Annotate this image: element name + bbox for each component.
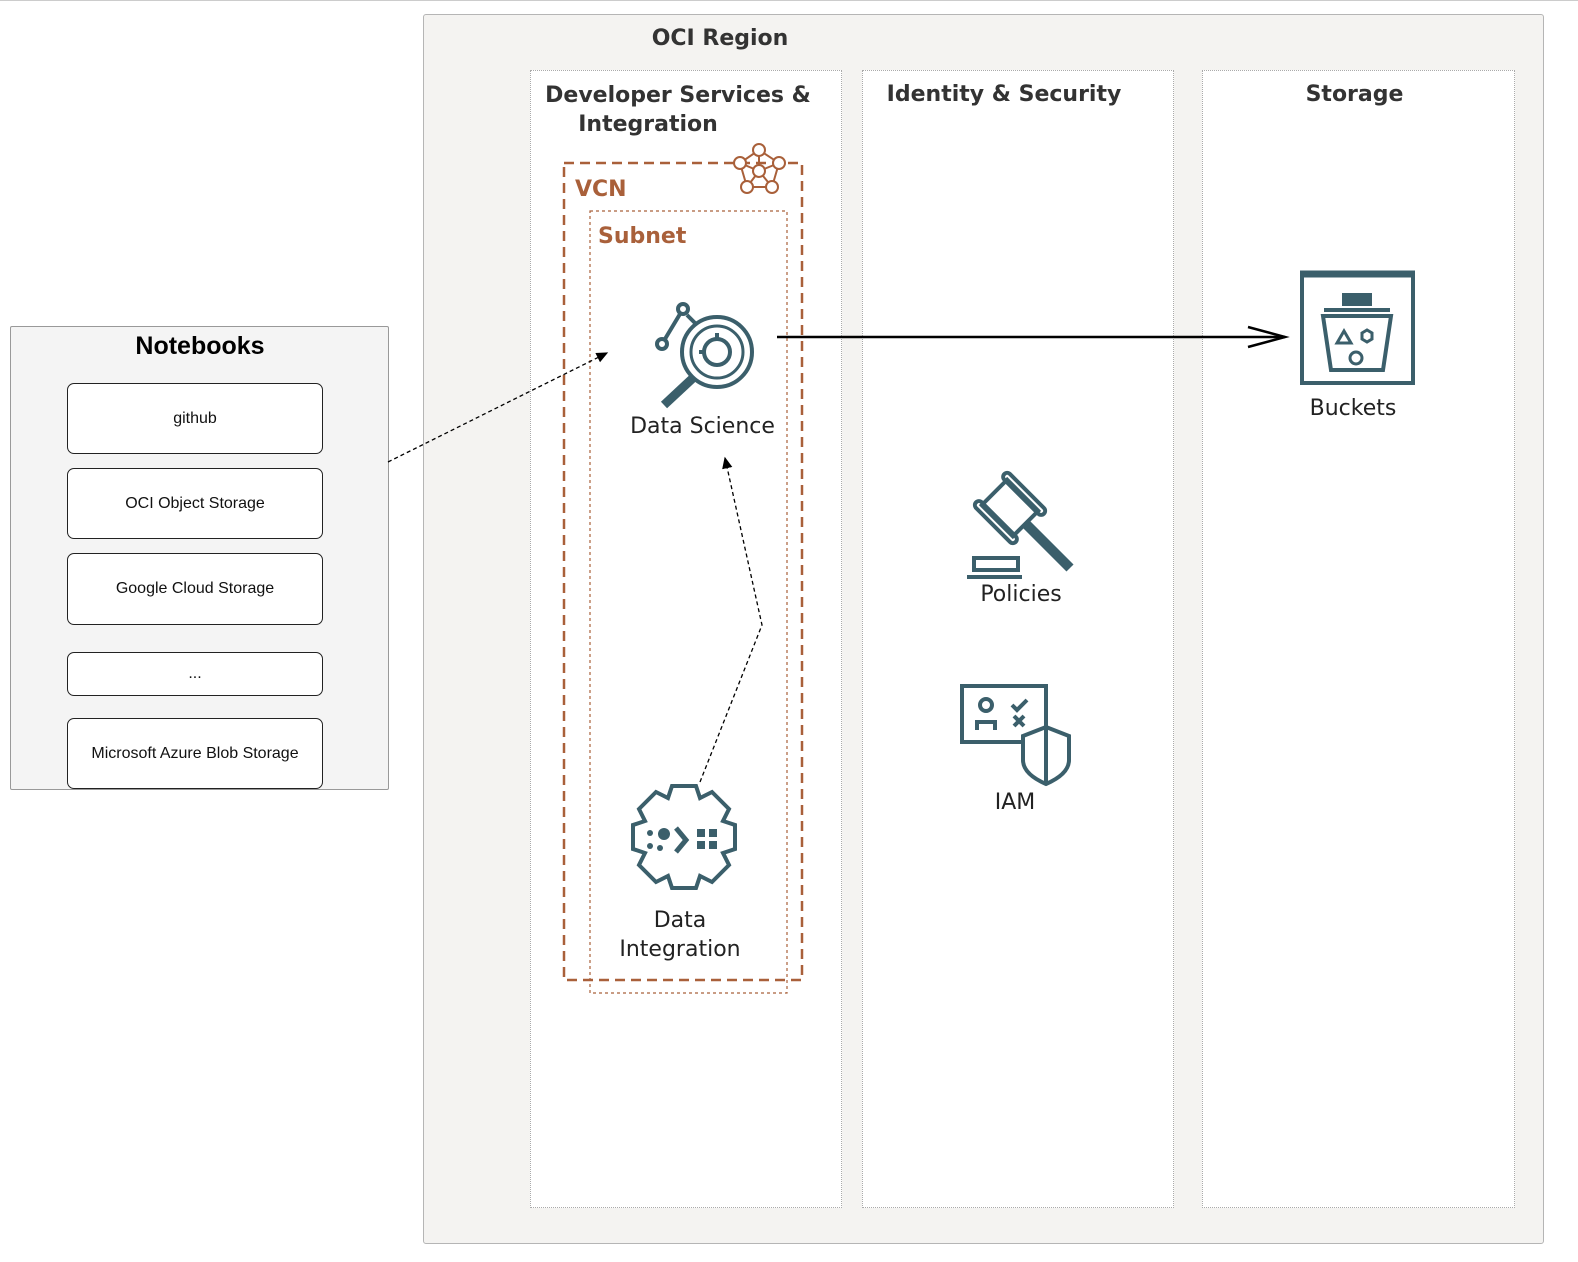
arrow-head-buckets [1247, 325, 1290, 349]
policies-gavel-icon [967, 470, 1074, 579]
title-line: Developer Services & [545, 83, 811, 108]
subnet-boundary [589, 210, 788, 994]
notebook-source-azure-blob[interactable]: Microsoft Azure Blob Storage [67, 718, 323, 789]
notebook-source-github[interactable]: github [67, 383, 323, 454]
arrow-notebooks-to-data-science [387, 352, 609, 463]
data-science-icon [655, 302, 754, 409]
subnet-label: Subnet [598, 224, 687, 249]
vcn-boundary [562, 161, 804, 982]
iam-icon [960, 684, 1071, 787]
column-title-developer-services: Developer Services & Integration [540, 81, 816, 139]
column-identity-security [862, 70, 1174, 1208]
top-border [0, 0, 1578, 1]
label-line: Data [653, 908, 707, 933]
data-science-label: Data Science [630, 414, 775, 439]
data-integration-label: Data Integration [590, 906, 770, 964]
column-title-storage: Storage [1305, 82, 1404, 107]
vcn-icon [733, 143, 786, 194]
policies-label: Policies [980, 582, 1062, 607]
notebooks-title: Notebooks [135, 332, 265, 360]
vcn-label: VCN [575, 177, 627, 202]
notebook-source-oci-object-storage[interactable]: OCI Object Storage [67, 468, 323, 539]
buckets-label: Buckets [1309, 396, 1397, 421]
arrow-data-integration-to-data-science [699, 456, 763, 783]
data-integration-icon [631, 784, 737, 890]
iam-label: IAM [994, 790, 1036, 815]
column-developer-services [530, 70, 842, 1208]
title-line: Integration [578, 112, 718, 137]
column-storage [1202, 70, 1515, 1208]
buckets-icon [1300, 270, 1415, 385]
label-line: Integration [619, 937, 741, 962]
notebook-source-google-cloud-storage[interactable]: Google Cloud Storage [67, 553, 323, 625]
region-title: OCI Region [651, 26, 789, 51]
column-title-identity: Identity & Security [886, 82, 1122, 107]
notebook-source-more[interactable]: ... [67, 652, 323, 696]
